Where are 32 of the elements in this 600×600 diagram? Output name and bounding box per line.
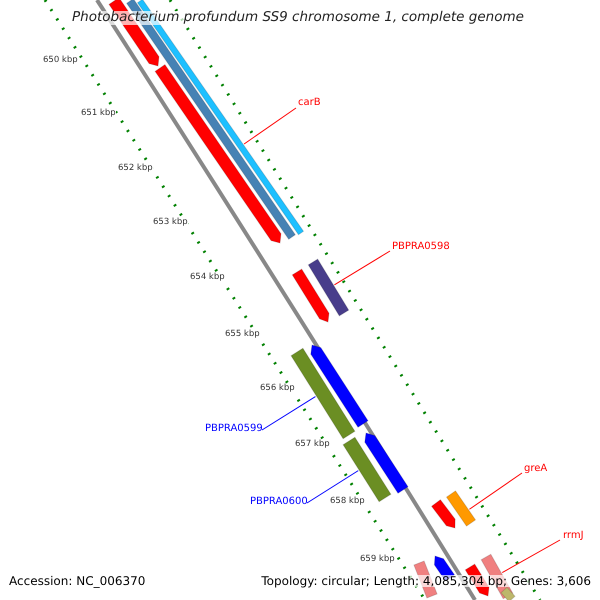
gene-feature-block	[310, 344, 369, 428]
leader-line	[334, 250, 390, 286]
scale-label: 655 kbp	[225, 330, 260, 338]
leader-line	[262, 396, 316, 430]
scale-label: 656 kbp	[260, 384, 295, 392]
gene-label: PBPRA0598	[392, 242, 450, 252]
footer-text: Topology: circular; Length: 4,085,304 bp; Genes: 3,606	[261, 575, 591, 587]
gene-feature-block	[446, 490, 476, 527]
gene-feature-block	[154, 64, 282, 244]
scale-label: 653 kbp	[153, 218, 188, 226]
leader-line	[244, 108, 296, 144]
scale-label: 659 kbp	[360, 555, 395, 564]
title: Photobacterium profundum SS9 chromosome 1, complete genome	[72, 11, 524, 24]
gene-feature-block	[430, 499, 456, 529]
gene-feature-block	[308, 258, 350, 317]
gene-feature-block	[364, 432, 409, 494]
footer-text: Accession: NC_006370	[9, 575, 146, 587]
gene-label: rrmJ	[563, 531, 584, 541]
scale-label: 652 kbp	[118, 164, 153, 172]
leader-line	[306, 470, 359, 504]
scale-label: 650 kbp	[43, 56, 78, 64]
scale-label: 651 kbp	[81, 109, 116, 118]
scale-label: 654 kbp	[190, 273, 225, 282]
leader-line	[502, 540, 560, 574]
leader-line	[468, 472, 522, 510]
gene-label: greA	[524, 464, 548, 474]
gene-feature-block	[292, 268, 330, 323]
scale-label: 658 kbp	[330, 497, 365, 506]
gene-label: PBPRA0599	[205, 424, 263, 434]
gene-label: carB	[298, 98, 321, 108]
gene-label: PBPRA0600	[250, 497, 308, 507]
scale-label: 657 kbp	[295, 440, 330, 448]
